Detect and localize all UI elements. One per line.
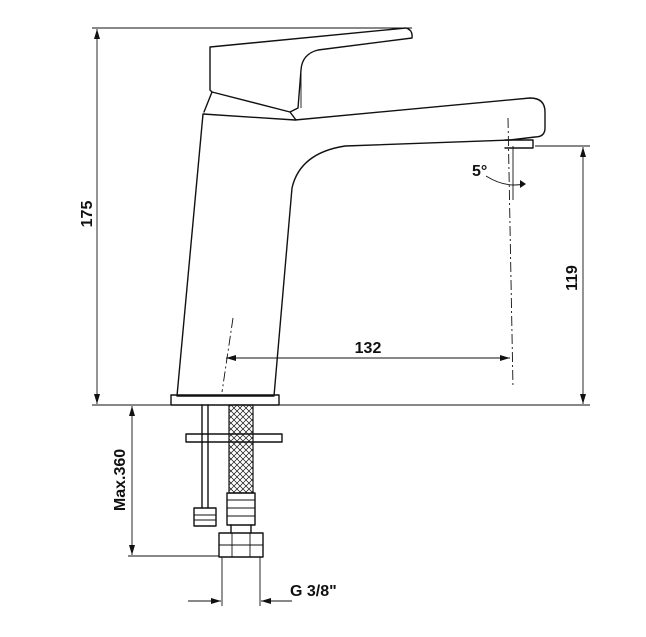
dim-thread: G 3/8" <box>188 557 337 606</box>
supply-connections <box>185 404 283 558</box>
dim-hose-length-label: Max.360 <box>112 449 129 511</box>
left-hose-fitting <box>193 507 217 527</box>
dim-spout-height: 119 <box>535 145 590 404</box>
lever-handle <box>203 27 413 121</box>
dim-angle: 5° <box>472 163 526 188</box>
lever-neck <box>203 91 297 121</box>
dim-spout-height-label: 119 <box>564 265 581 291</box>
dim-hose-length: Max.360 <box>112 406 219 557</box>
faucet-body-outline <box>176 97 546 397</box>
dim-angle-label: 5° <box>472 163 487 180</box>
dim-thread-label: G 3/8" <box>290 583 337 600</box>
dim-total-height-label: 175 <box>79 201 96 228</box>
dim-reach-label: 132 <box>355 340 382 357</box>
spout-centerline <box>507 117 514 389</box>
dim-total-height: 175 <box>79 27 590 406</box>
body-centerline <box>221 317 234 393</box>
hose-ferrule <box>226 492 256 526</box>
lever-top <box>209 27 413 113</box>
dim-reach: 132 <box>226 340 510 361</box>
aerator <box>504 139 534 149</box>
braided-hose <box>228 404 254 494</box>
